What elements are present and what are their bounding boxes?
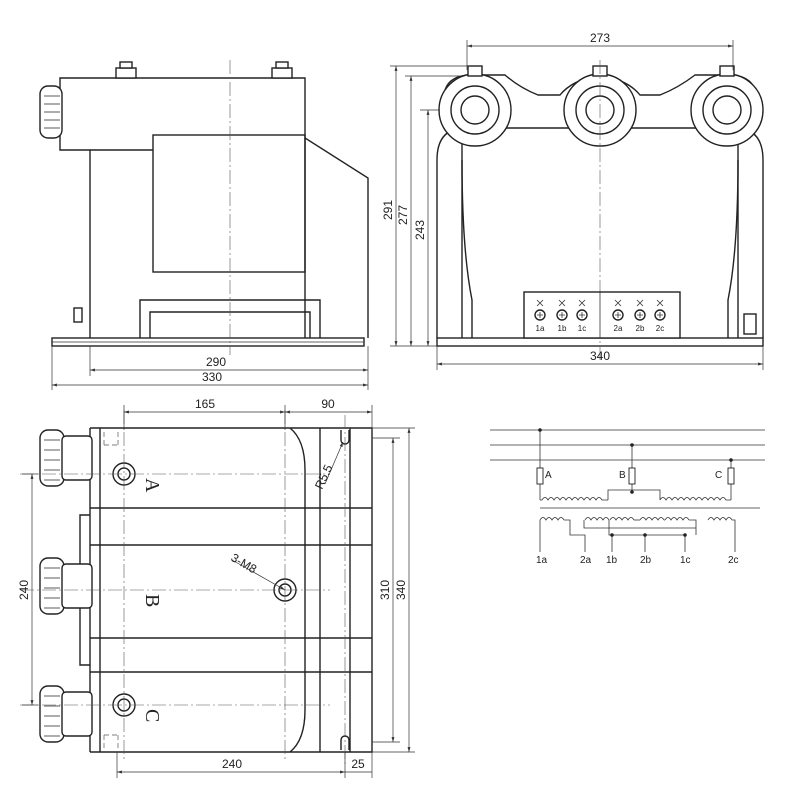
sch-term-1a: 1a (536, 555, 548, 566)
side-top-bolt-right (271, 61, 293, 79)
side-bushing (39, 85, 63, 139)
sch-phase-a: A (545, 470, 552, 481)
front-dim-340: 340 (590, 349, 610, 363)
front-dim-291: 291 (381, 200, 395, 220)
sch-term-2a: 2a (580, 555, 592, 566)
top-bushing-a (39, 429, 93, 487)
side-dim-290: 290 (206, 355, 226, 369)
side-ground-bolt (73, 307, 83, 323)
top-dim-240-left: 240 (17, 580, 31, 600)
side-top-bolt-left (115, 61, 137, 79)
terminal-stud-1a (534, 309, 546, 321)
terminal-stud-1c (576, 309, 588, 321)
top-dim-310: 310 (378, 580, 392, 600)
side-window (152, 134, 306, 273)
top-bushing-c (39, 685, 93, 743)
sch-term-1c: 1c (680, 555, 691, 566)
top-view: A B C 3-M8 R5.5 165 90 240 310 340 (17, 397, 415, 778)
front-left-leg (436, 127, 463, 338)
top-dim-25: 25 (351, 757, 365, 771)
terminal-marker-1b (558, 299, 566, 307)
side-arch (139, 299, 321, 338)
terminal-marker-2b (636, 299, 644, 307)
top-dim-240-bottom: 240 (222, 757, 242, 771)
front-right-leg (737, 127, 764, 338)
top-dim-90: 90 (321, 397, 335, 411)
terminal-marker-2a (614, 299, 622, 307)
wiring-schematic: A B C 1a 2a 1b 2b 1c 2c (490, 428, 765, 566)
top-radius-label: R5.5 (312, 462, 336, 491)
side-body (59, 77, 369, 338)
terminal-label-2a: 2a (614, 324, 623, 333)
sch-phase-b: B (619, 470, 626, 481)
front-view: 1a 1b 1c 2a 2b 2c 273 340 291 277 243 (381, 31, 764, 370)
front-ground-bolt (743, 313, 757, 335)
top-dim-165: 165 (195, 397, 215, 411)
front-dim-243: 243 (413, 220, 427, 240)
top-bushing-b (39, 557, 93, 615)
sch-term-2c: 2c (728, 555, 739, 566)
side-view: 290 330 (39, 60, 369, 390)
top-phase-a: A (141, 478, 163, 493)
terminal-marker-1a (536, 299, 544, 307)
terminal-label-1a: 1a (536, 324, 545, 333)
terminal-stud-2c (654, 309, 666, 321)
front-dim-273: 273 (590, 31, 610, 45)
terminal-label-2c: 2c (656, 324, 664, 333)
sch-term-2b: 2b (640, 555, 652, 566)
terminal-marker-2c (656, 299, 664, 307)
terminal-stud-1b (556, 309, 568, 321)
front-bushing-c (690, 65, 764, 147)
terminal-marker-1c (578, 299, 586, 307)
front-terminal-board: 1a 1b 1c 2a 2b 2c (523, 291, 681, 339)
top-phase-b: B (141, 594, 163, 607)
terminal-stud-2b (634, 309, 646, 321)
terminal-label-1b: 1b (558, 324, 567, 333)
terminal-label-1c: 1c (578, 324, 586, 333)
top-phase-c: C (141, 709, 163, 722)
top-outline (90, 427, 373, 753)
front-bushing-a (438, 65, 512, 147)
side-dim-330: 330 (202, 370, 222, 384)
top-dim-340: 340 (394, 580, 408, 600)
sch-phase-c: C (715, 470, 722, 481)
sch-term-1b: 1b (606, 555, 618, 566)
front-dim-277: 277 (396, 205, 410, 225)
terminal-label-2b: 2b (636, 324, 645, 333)
terminal-stud-2a (612, 309, 624, 321)
